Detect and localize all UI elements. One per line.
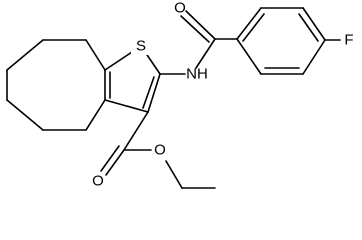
bond bbox=[180, 15, 210, 43]
ester-carbonyl-oxygen-label: O bbox=[92, 173, 104, 190]
thiophene-ring bbox=[104, 45, 161, 113]
bond bbox=[195, 38, 216, 69]
bond bbox=[302, 39, 326, 75]
bond bbox=[104, 99, 149, 113]
bond bbox=[123, 111, 149, 151]
fluorine-atom-label: F bbox=[344, 32, 353, 49]
bond bbox=[6, 39, 44, 71]
amide-oxygen-label: O bbox=[174, 0, 186, 17]
ester-oxygen-label: O bbox=[154, 142, 166, 159]
ethyl-ester-group bbox=[100, 111, 216, 189]
bond bbox=[6, 99, 44, 131]
bond bbox=[147, 73, 161, 113]
label-bg bbox=[131, 37, 151, 55]
bond bbox=[85, 39, 106, 71]
bond bbox=[185, 10, 216, 40]
bond bbox=[236, 7, 262, 40]
bond bbox=[242, 13, 265, 42]
bond bbox=[165, 160, 183, 189]
bond bbox=[85, 99, 106, 131]
fluorophenyl-ring bbox=[236, 7, 341, 75]
nitrogen-atom-label: NH bbox=[186, 66, 208, 83]
bond bbox=[236, 38, 262, 75]
bond bbox=[302, 7, 326, 41]
molecule-structure: S NH F O O O bbox=[6, 0, 354, 190]
bond bbox=[298, 13, 319, 42]
sulfur-atom-label: S bbox=[136, 38, 146, 55]
bond bbox=[105, 149, 125, 176]
cyclohexane-ring bbox=[6, 39, 106, 131]
atom-labels: S NH F O O O bbox=[92, 0, 353, 190]
bond bbox=[100, 145, 120, 172]
amide-group bbox=[159, 10, 238, 75]
bond bbox=[142, 76, 155, 109]
